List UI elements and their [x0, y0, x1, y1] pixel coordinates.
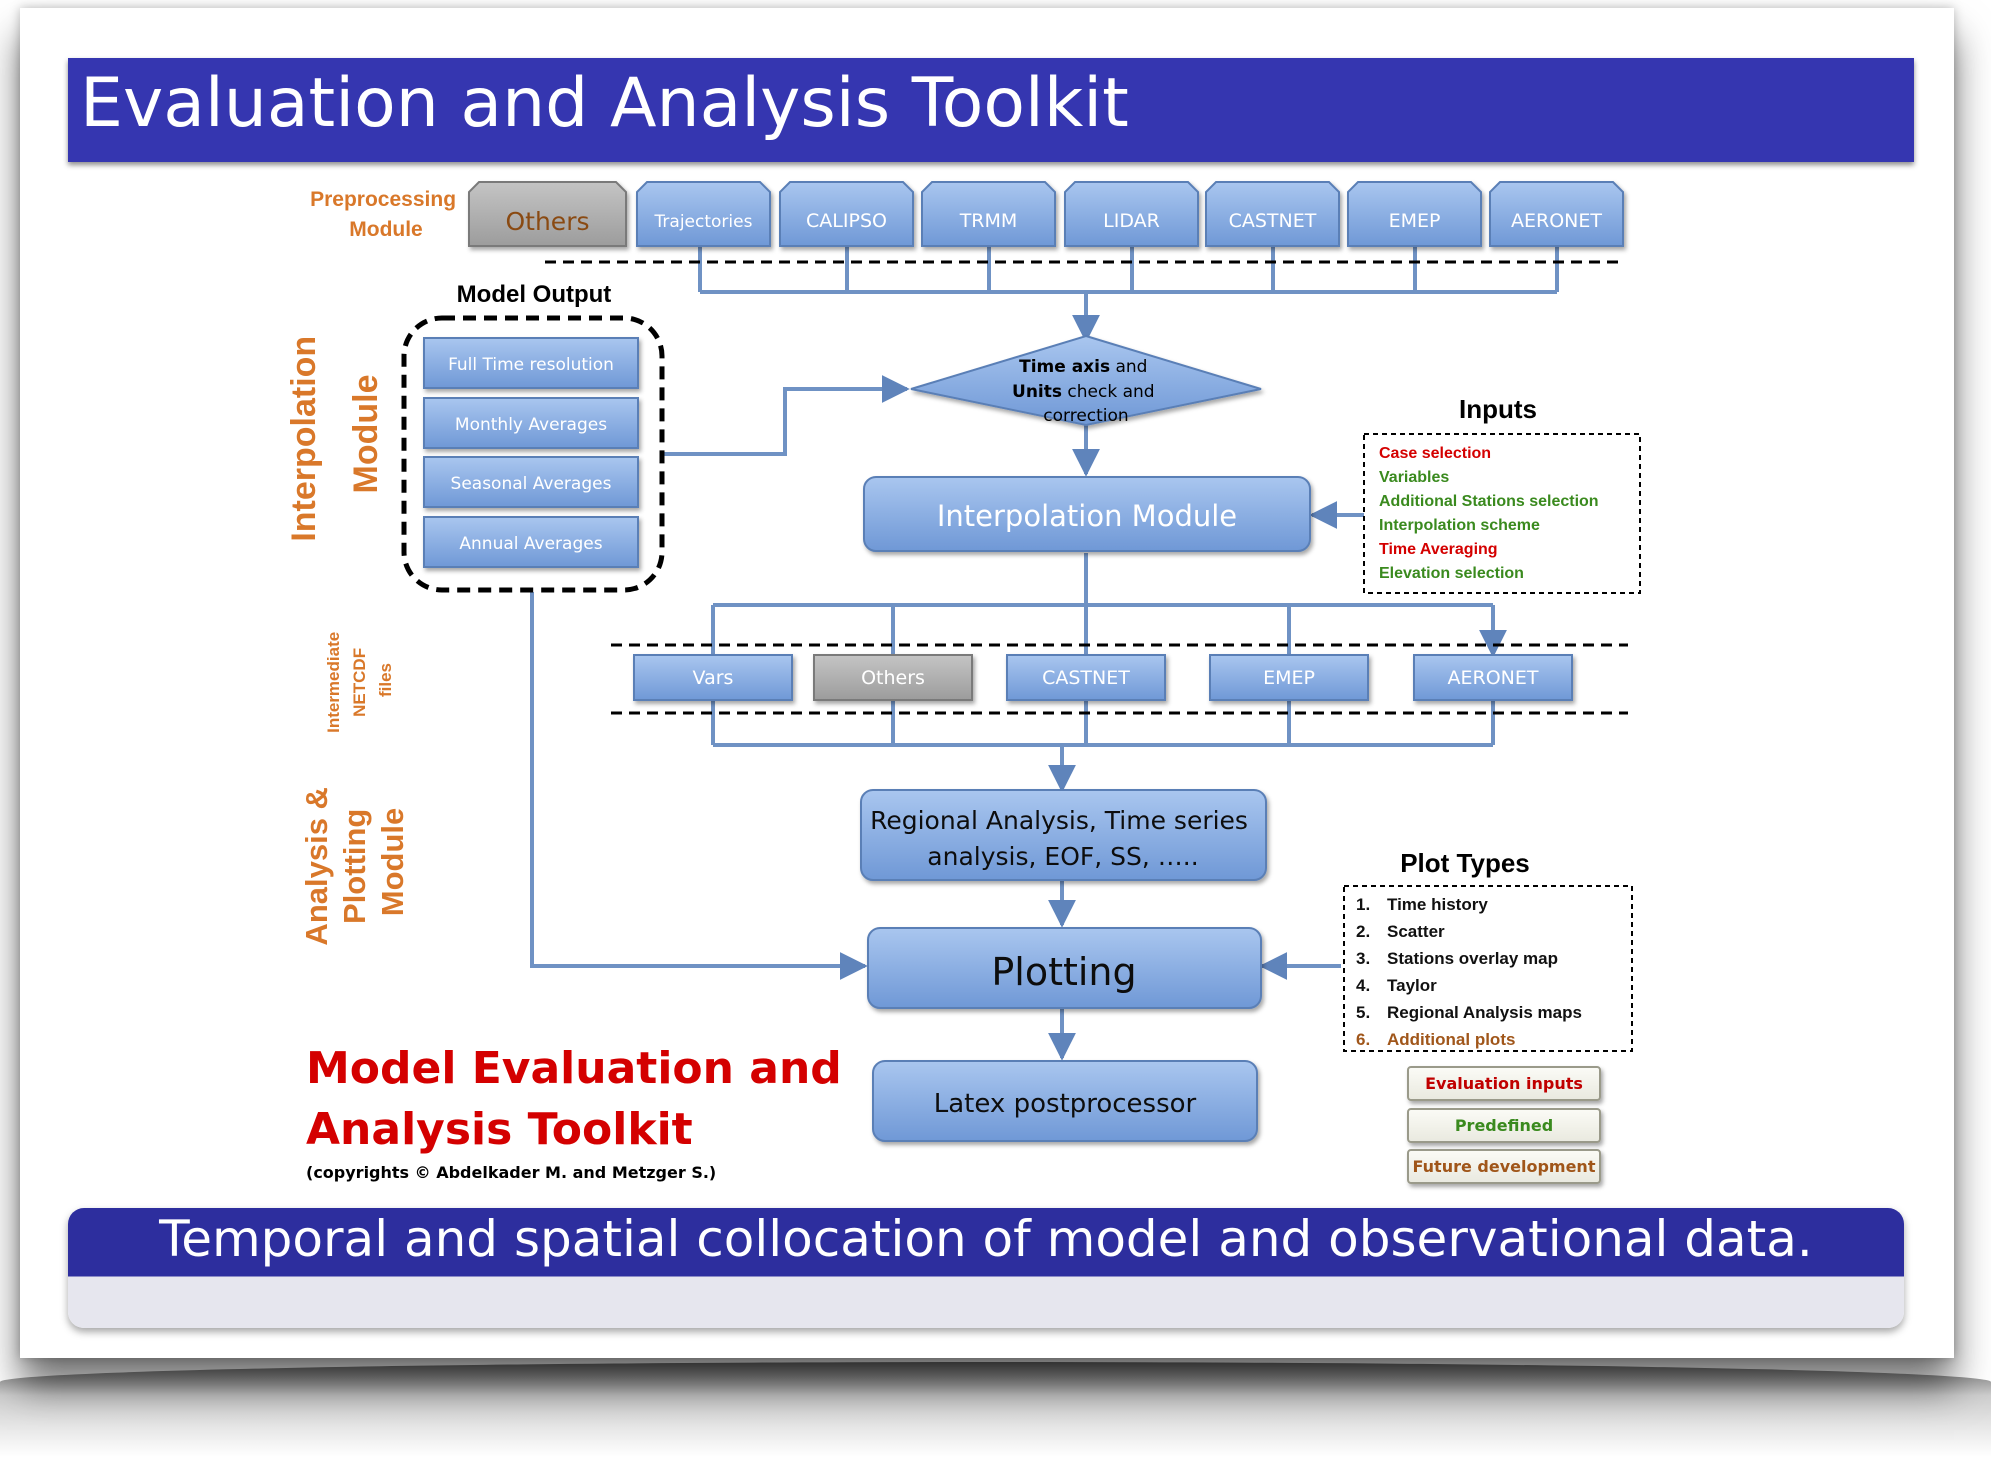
file-box-aeronet [1413, 654, 1573, 701]
legend-swatch-predefined [1407, 1108, 1601, 1143]
regional-analysis-box [860, 789, 1267, 881]
preprocessing-box-calipso [779, 181, 914, 247]
file-box-label: CASTNET [1042, 667, 1130, 689]
legend-label-evaluation-inputs: Evaluation inputs [1425, 1074, 1583, 1093]
plot-type-number: 2. [1356, 922, 1370, 941]
diamond-text: Time axis and Units check and correction [1012, 357, 1160, 426]
preprocessing-box-trmm [921, 181, 1056, 247]
model-output-item-seasonal-averages [423, 456, 639, 508]
files-bus [711, 700, 1495, 747]
plot-type-regional-analysis-maps: Regional Analysis maps [1387, 1003, 1582, 1022]
preprocessing-box-label: CASTNET [1229, 210, 1317, 232]
preprocessing-box-aeronet [1489, 181, 1624, 247]
plot-type-number: 5. [1356, 1003, 1370, 1022]
model-output-item-label: Monthly Averages [455, 415, 607, 435]
input-item-time-averaging: Time Averaging [1379, 541, 1498, 558]
plot-type-stations-overlay-map: Stations overlay map [1387, 949, 1558, 968]
file-box-emep [1209, 654, 1369, 701]
preprocessing-boxes: Others Trajectories CALIPSO TRMM LIDAR CASTNE… [468, 181, 1624, 247]
page-bottom-shadow [0, 1362, 1991, 1457]
input-item-elevation-selection: Elevation selection [1379, 565, 1524, 582]
plot-types-box [1343, 885, 1633, 1052]
legend-swatch-evaluation-inputs [1407, 1066, 1601, 1101]
footer-bar: Temporal and spatial collocation of mode… [68, 1208, 1904, 1328]
preprocessing-box-label: CALIPSO [806, 210, 887, 232]
file-box-others [813, 654, 973, 701]
input-item-variables: Variables [1379, 469, 1449, 486]
preprocessing-box-label: AERONET [1511, 210, 1602, 232]
file-box-label: EMEP [1263, 667, 1315, 689]
preprocessing-box-label: TRMM [959, 210, 1018, 232]
connector-lines [530, 244, 1559, 1061]
model-output-item-annual-averages [423, 516, 639, 568]
plot-type-number: 4. [1356, 976, 1370, 995]
plotting-box [867, 927, 1262, 1009]
file-box-label: Others [861, 667, 925, 689]
preprocessing-box-label: LIDAR [1103, 210, 1160, 232]
title-bar: Evaluation and Analysis Toolkit [68, 58, 1914, 162]
plot-type-additional-plots: Additional plots [1387, 1030, 1515, 1049]
preprocessing-box-others [468, 181, 627, 247]
plot-types-title: Plot Types [1400, 848, 1530, 878]
model-output-title: Model Output [457, 281, 612, 308]
interp-bus [713, 553, 1493, 607]
preprocessing-module-label: Preprocessing Module [310, 188, 462, 241]
model-output-item-label: Seasonal Averages [451, 474, 612, 494]
interpolation-module-box [863, 476, 1311, 552]
interpolation-module-label: Interpolation Module [937, 499, 1237, 533]
plot-type-time-history: Time history [1387, 895, 1488, 914]
interp-to-files-arrows [711, 605, 1493, 655]
copyright-note: (copyrights © Abdelkader M. and Metzger … [306, 1163, 716, 1182]
slide-title: Evaluation and Analysis Toolkit [80, 64, 1129, 143]
plot-type-taylor: Taylor [1387, 976, 1437, 995]
model-output-item-label: Annual Averages [459, 534, 602, 554]
preprocessing-box-emep [1347, 181, 1482, 247]
file-box-label: AERONET [1448, 667, 1539, 689]
preprocessing-bus [698, 244, 1559, 294]
input-item-additional-stations-selection: Additional Stations selection [1379, 493, 1599, 510]
legend-label-predefined: Predefined [1455, 1116, 1553, 1135]
plot-type-number: 3. [1356, 949, 1370, 968]
legend-label-future-development: Future development [1413, 1157, 1596, 1176]
time-units-check-diamond [910, 334, 1262, 427]
preprocessing-box-lidar [1064, 181, 1199, 247]
model-output-to-diamond-arrow [664, 375, 910, 456]
preprocessing-box-trajectories [636, 181, 771, 247]
preprocessing-box-label: Trajectories [654, 212, 753, 232]
input-item-interpolation-scheme: Interpolation scheme [1379, 517, 1540, 534]
plot-type-scatter: Scatter [1387, 922, 1445, 941]
plot-types-list: 1. Time history 2. Scatter 3. Stations overla… [1356, 895, 1582, 1049]
plotting-label: Plotting [991, 950, 1136, 994]
latex-postprocessor-box [872, 1060, 1258, 1142]
intermediate-file-boxes: Vars Others CASTNET EMEP AERONET [633, 654, 1573, 701]
footer-caption: Temporal and spatial collocation of mode… [159, 1210, 1813, 1268]
plot-type-number: 1. [1356, 895, 1370, 914]
plot-type-number: 6. [1356, 1030, 1370, 1049]
analysis-plotting-side-label: Analysis & Plotting Module [299, 778, 410, 945]
interpolation-module-side-label: Interpolation Module [285, 326, 385, 541]
inputs-box [1363, 433, 1641, 594]
intermediate-files-side-label: Intermediate NETCDF files [324, 627, 395, 733]
file-box-castnet [1006, 654, 1166, 701]
model-output-item-label: Full Time resolution [448, 355, 614, 375]
preprocessing-box-label: EMEP [1389, 210, 1441, 232]
toolkit-name: Model Evaluation and Analysis Toolkit [306, 1043, 857, 1155]
model-output-to-plotting-arrow [530, 592, 868, 980]
input-item-case-selection: Case selection [1379, 445, 1491, 462]
preprocessing-box-label: Others [505, 207, 589, 236]
file-box-label: Vars [693, 667, 734, 689]
legend-swatch-future-development [1407, 1149, 1601, 1184]
latex-postprocessor-label: Latex postprocessor [934, 1089, 1197, 1119]
model-output-item-full-time-resolution [423, 337, 639, 389]
file-box-vars [633, 654, 793, 701]
regional-analysis-label: Regional Analysis, Time series analysis,… [870, 806, 1256, 871]
model-output-group [401, 315, 665, 593]
inputs-title: Inputs [1459, 394, 1537, 424]
preprocessing-box-castnet [1205, 181, 1340, 247]
model-output-item-monthly-averages [423, 397, 639, 449]
